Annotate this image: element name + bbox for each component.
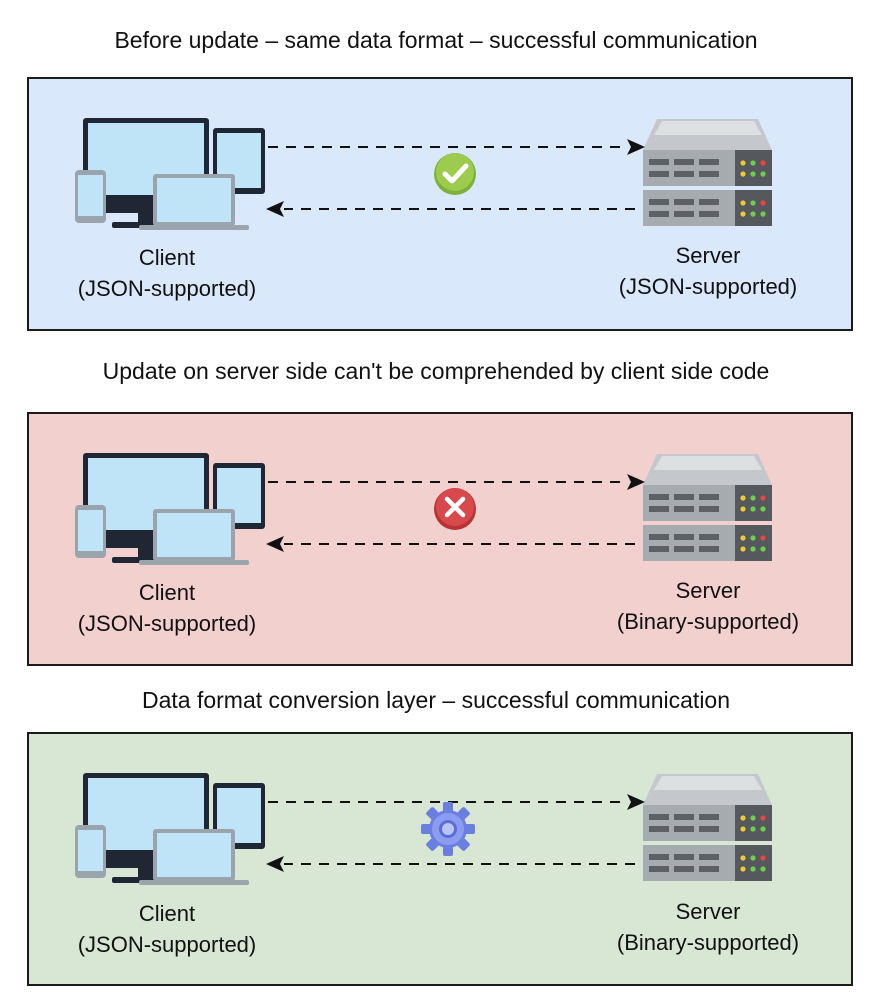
client-name: Client: [138, 580, 196, 605]
section-3-panel: Client (JSON-supported) Server (Binary-s…: [27, 732, 853, 986]
section-2-title: Update on server side can't be comprehen…: [102, 358, 770, 384]
request-arrow: [268, 474, 645, 490]
section-3-diagram: [75, 773, 772, 885]
client-label: Client (JSON-supported): [57, 577, 277, 639]
server-format: (Binary-supported): [616, 930, 800, 955]
server-format: (Binary-supported): [616, 609, 800, 634]
server-label: Server (Binary-supported): [595, 575, 821, 637]
client-name: Client: [138, 245, 196, 270]
section-2-diagram: [75, 453, 772, 565]
section-2-panel: Client (JSON-supported) Server (Binary-s…: [27, 412, 853, 666]
server-name: Server: [675, 243, 741, 268]
section-1-diagram: [75, 118, 772, 230]
request-arrow: [268, 139, 645, 155]
section-3-title: Data format conversion layer – successfu…: [141, 687, 731, 713]
server-label: Server (JSON-supported): [595, 240, 821, 302]
client-devices-icon: [75, 453, 265, 565]
conversion-gear-icon: [421, 802, 475, 856]
server-rack-icon: [643, 774, 772, 881]
server-rack-icon: [643, 454, 772, 561]
failure-x-icon: [434, 488, 476, 530]
client-format: (JSON-supported): [77, 611, 257, 636]
response-arrow: [266, 536, 635, 552]
client-label: Client (JSON-supported): [57, 242, 277, 304]
response-arrow: [266, 201, 635, 217]
server-name: Server: [675, 578, 741, 603]
server-format: (JSON-supported): [618, 274, 798, 299]
client-label: Client (JSON-supported): [57, 898, 277, 960]
section-1-panel: Client (JSON-supported) Server (JSON-sup…: [27, 77, 853, 331]
client-format: (JSON-supported): [77, 932, 257, 957]
client-devices-icon: [75, 773, 265, 885]
success-check-icon: [434, 153, 476, 195]
response-arrow: [266, 856, 635, 872]
server-name: Server: [675, 899, 741, 924]
server-label: Server (Binary-supported): [595, 896, 821, 958]
client-format: (JSON-supported): [77, 276, 257, 301]
client-devices-icon: [75, 118, 265, 230]
client-name: Client: [138, 901, 196, 926]
request-arrow: [268, 794, 645, 810]
server-rack-icon: [643, 119, 772, 226]
section-1-title: Before update – same data format – succe…: [114, 27, 758, 53]
